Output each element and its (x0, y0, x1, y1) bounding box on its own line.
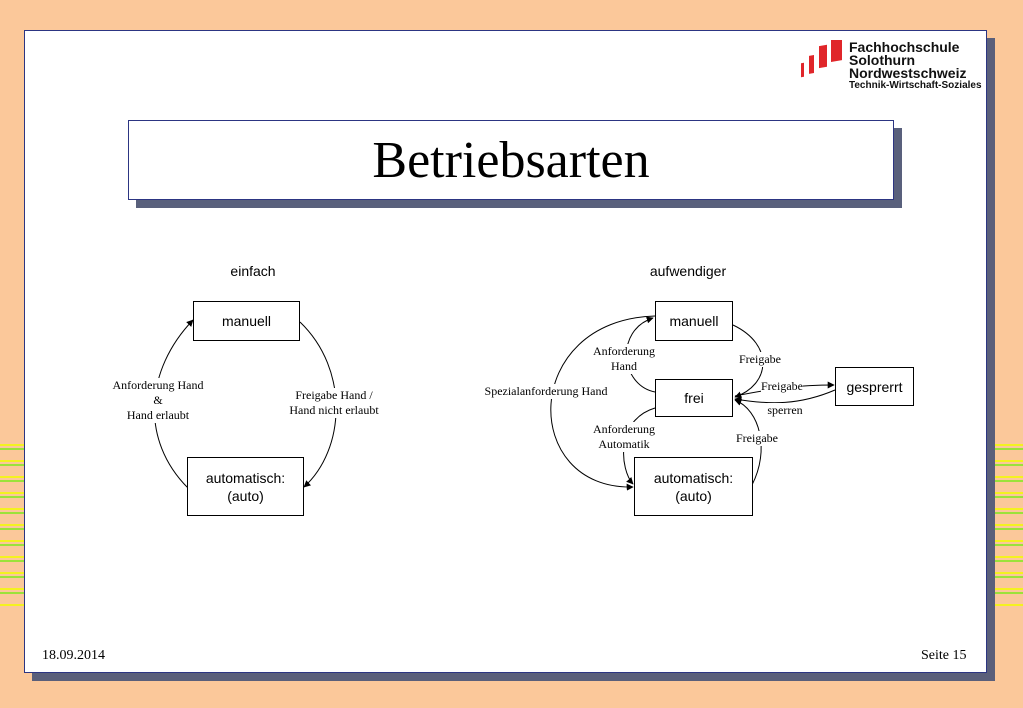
state-manual-simple: manuell (193, 301, 300, 341)
state-auto-simple: automatisch: (auto) (187, 457, 304, 516)
label-release-top: Freigabe (739, 352, 781, 367)
state-auto-complex: automatisch: (auto) (634, 457, 753, 516)
label-simple-request: Anforderung Hand & Hand erlaubt (112, 378, 204, 423)
footer-page-number: Seite 15 (921, 648, 967, 663)
state-free-label: frei (684, 390, 704, 406)
label-req-auto-2: Automatik (598, 437, 650, 451)
footer-date: 18.09.2014 (42, 648, 105, 663)
label-req-auto: Anforderung Automatik (593, 422, 655, 452)
logo-line-3: Nordwestschweiz (849, 65, 967, 81)
state-manual-complex: manuell (655, 301, 733, 341)
logo-line-2: Solothurn (849, 52, 916, 68)
state-free: frei (655, 379, 733, 417)
label-simple-request-3: Hand erlaubt (126, 408, 190, 422)
label-release-right: Freigabe (761, 379, 803, 394)
state-auto-simple-line2: (auto) (227, 487, 264, 504)
slide-title: Betriebsarten (128, 120, 894, 200)
logo-line-1: Fachhochschule (849, 39, 960, 55)
decor-stripes-right (995, 438, 1023, 606)
school-logo-icon (801, 40, 842, 78)
label-lock: sperren (767, 403, 803, 418)
state-locked: gesprerrt (835, 367, 914, 406)
state-manual-complex-label: manuell (669, 313, 719, 329)
label-req-auto-1: Anforderung (593, 422, 655, 436)
state-auto-complex-line1: automatisch: (653, 469, 734, 486)
label-simple-request-2: & (153, 393, 163, 407)
label-simple-release-2: Hand nicht erlaubt (289, 403, 379, 417)
heading-simple: einfach (230, 263, 276, 279)
arrow-lock (734, 389, 836, 404)
state-auto-simple-line1: automatisch: (205, 469, 286, 486)
label-req-hand-2: Hand (610, 359, 637, 373)
label-simple-release-1: Freigabe Hand / (295, 388, 373, 402)
label-req-hand-1: Anforderung (593, 344, 655, 358)
label-req-hand: Anforderung Hand (593, 344, 655, 374)
heading-complex: aufwendiger (649, 263, 727, 279)
arrow-special-request (550, 315, 656, 491)
state-auto-complex-line2: (auto) (675, 487, 712, 504)
decor-stripes-left (0, 438, 28, 606)
school-name: Fachhochschule Solothurn Nordwestschweiz… (849, 39, 982, 91)
label-release-bottom: Freigabe (736, 431, 778, 446)
label-simple-release: Freigabe Hand / Hand nicht erlaubt (289, 388, 379, 418)
label-simple-request-1: Anforderung Hand (112, 378, 204, 392)
label-special-request: Spezialanforderung Hand (484, 384, 608, 399)
state-manual-simple-label: manuell (221, 313, 272, 329)
logo-line-4: Technik-Wirtschaft-Soziales (849, 80, 982, 91)
state-locked-label: gesprerrt (846, 378, 903, 395)
